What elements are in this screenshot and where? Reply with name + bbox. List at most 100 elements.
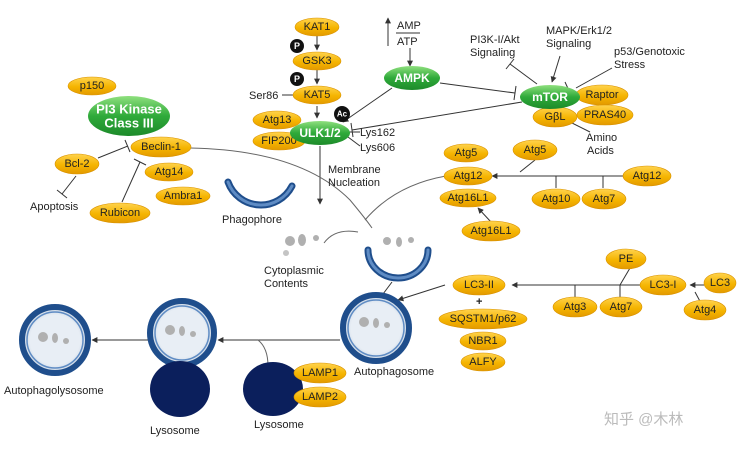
node-gbl: GβL (532, 106, 578, 128)
label-gsk3: GSK3 (302, 55, 331, 67)
autophagosome-vesicle (340, 292, 412, 364)
line-cytoplasm-phagophore (323, 230, 359, 244)
inhibit-bar-bcl2 (124, 139, 131, 153)
label-pi3k-akt-line1: PI3K-I/Akt (470, 34, 520, 46)
node-lc3-ii: LC3-II (452, 274, 506, 296)
inhibit-bcl2-beclin (97, 145, 129, 159)
label-lysosome-a: Lysosome (150, 425, 200, 437)
label-p150: p150 (80, 80, 104, 92)
label-mapk-line1: MAPK/Erk1/2 (546, 25, 612, 37)
node-alfy: ALFY (460, 352, 506, 372)
inhibit-bar-rubicon (133, 158, 147, 166)
autophagolysosome-vesicle (19, 304, 91, 376)
node-atg3: Atg3 (552, 296, 598, 318)
label-lysosome-b: Lysosome (254, 419, 304, 431)
label-rubicon: Rubicon (100, 207, 140, 219)
label-nucleation-line1: Membrane (328, 164, 381, 176)
label-pi3k-class3-line1: PI3 Kinase (96, 102, 162, 117)
node-atg14: Atg14 (144, 162, 194, 182)
label-p-badge-1: P (294, 41, 300, 51)
node-kat5: KAT5 (292, 85, 342, 105)
node-raptor: Raptor (575, 84, 629, 106)
label-atg7-a: Atg7 (593, 193, 616, 205)
inhibit-bar-mtor-ulk (350, 122, 354, 138)
label-lc3-i: LC3-I (650, 279, 677, 291)
label-plus: + (476, 296, 482, 308)
line-pe (619, 267, 631, 286)
node-mtor: mTOR (520, 85, 580, 109)
label-phagophore: Phagophore (222, 214, 282, 226)
label-autophagosome: Autophagosome (354, 366, 434, 378)
label-amp: AMP (397, 20, 421, 32)
label-amino-line1: Amino (586, 132, 617, 144)
label-atg14: Atg14 (155, 166, 184, 178)
phagophore-membrane (224, 178, 296, 209)
connectors (56, 17, 706, 367)
node-atg4: Atg4 (683, 299, 727, 321)
label-lc3: LC3 (710, 277, 730, 289)
label-atg5-a: Atg5 (455, 147, 478, 159)
node-bcl2: Bcl-2 (54, 153, 100, 175)
node-atg7-a: Atg7 (581, 188, 627, 210)
label-fip200: FIP200 (261, 135, 296, 147)
label-lys606: Lys606 (360, 142, 395, 154)
label-atg10: Atg10 (542, 193, 571, 205)
line-lys606 (347, 136, 361, 147)
text-labels: Ser86 Lys162 Lys606 AMP ATP PI3K-I/Akt S… (4, 20, 685, 437)
node-kat1: KAT1 (294, 17, 340, 37)
cargo-cytoplasmic (283, 234, 319, 256)
label-p53-line2: Stress (614, 59, 646, 71)
label-atg3: Atg3 (564, 301, 587, 313)
label-beclin1: Beclin-1 (141, 141, 181, 153)
node-ampk: AMPK (384, 66, 440, 90)
node-pras40: PRAS40 (576, 104, 634, 126)
node-gsk3: GSK3 (292, 51, 342, 71)
label-atg4: Atg4 (694, 304, 717, 316)
label-mapk-line2: Signaling (546, 38, 591, 50)
label-atg5-b: Atg5 (524, 144, 547, 156)
orange-nodes: KAT1 GSK3 KAT5 Atg13 FIP200 Raptor PRAS4… (54, 17, 737, 408)
lysosome-fused (150, 361, 210, 417)
label-gbl: GβL (544, 111, 565, 123)
label-atp: ATP (397, 36, 418, 48)
arrow-ampk-ulk (342, 87, 393, 123)
node-lc3: LC3 (703, 272, 737, 294)
node-pi3k-class3: PI3 Kinase Class III (88, 96, 170, 136)
label-p53-line1: p53/Genotoxic (614, 46, 685, 58)
acetyl-badge: Ac (334, 106, 350, 122)
label-atg16l1-a: Atg16L1 (448, 192, 489, 204)
inhibit-p53-mtor (575, 67, 613, 89)
label-pras40: PRAS40 (584, 109, 626, 121)
label-atg12-b: Atg12 (633, 170, 662, 182)
label-ampk: AMPK (394, 71, 430, 85)
label-atg16l1-b: Atg16L1 (471, 225, 512, 237)
node-p150: p150 (67, 76, 117, 96)
label-atg7-b: Atg7 (610, 301, 633, 313)
line-beclin-phagophore (189, 147, 373, 229)
node-atg5-b: Atg5 (512, 139, 558, 161)
green-nodes: ULK1/2 AMPK mTOR PI3 Kinase Class III (88, 66, 580, 145)
node-lc3-i: LC3-I (639, 274, 687, 296)
arrow-lc3ii-autophagosome (397, 284, 446, 302)
inhibit-pi3k-mtor (509, 63, 538, 85)
line-atg12-phagophore (364, 175, 447, 221)
node-nbr1: NBR1 (459, 331, 507, 351)
lysosome-free (243, 362, 303, 416)
inhibit-mtor-ulk (351, 101, 523, 131)
node-atg13: Atg13 (252, 110, 302, 130)
label-ambra1: Ambra1 (164, 190, 203, 202)
label-ser86: Ser86 (249, 90, 278, 102)
node-atg12-b: Atg12 (622, 165, 672, 187)
node-pe: PE (605, 248, 647, 270)
node-atg12-a: Atg12 (443, 166, 493, 186)
label-lamp2: LAMP2 (302, 391, 338, 403)
node-atg5-a: Atg5 (443, 143, 489, 163)
label-pe: PE (619, 253, 634, 265)
fusion-vesicle (147, 298, 217, 417)
arrow-mapk-mtor (550, 55, 561, 83)
label-mtor: mTOR (532, 90, 568, 104)
node-rubicon: Rubicon (89, 202, 151, 224)
node-atg7-b: Atg7 (599, 296, 643, 318)
